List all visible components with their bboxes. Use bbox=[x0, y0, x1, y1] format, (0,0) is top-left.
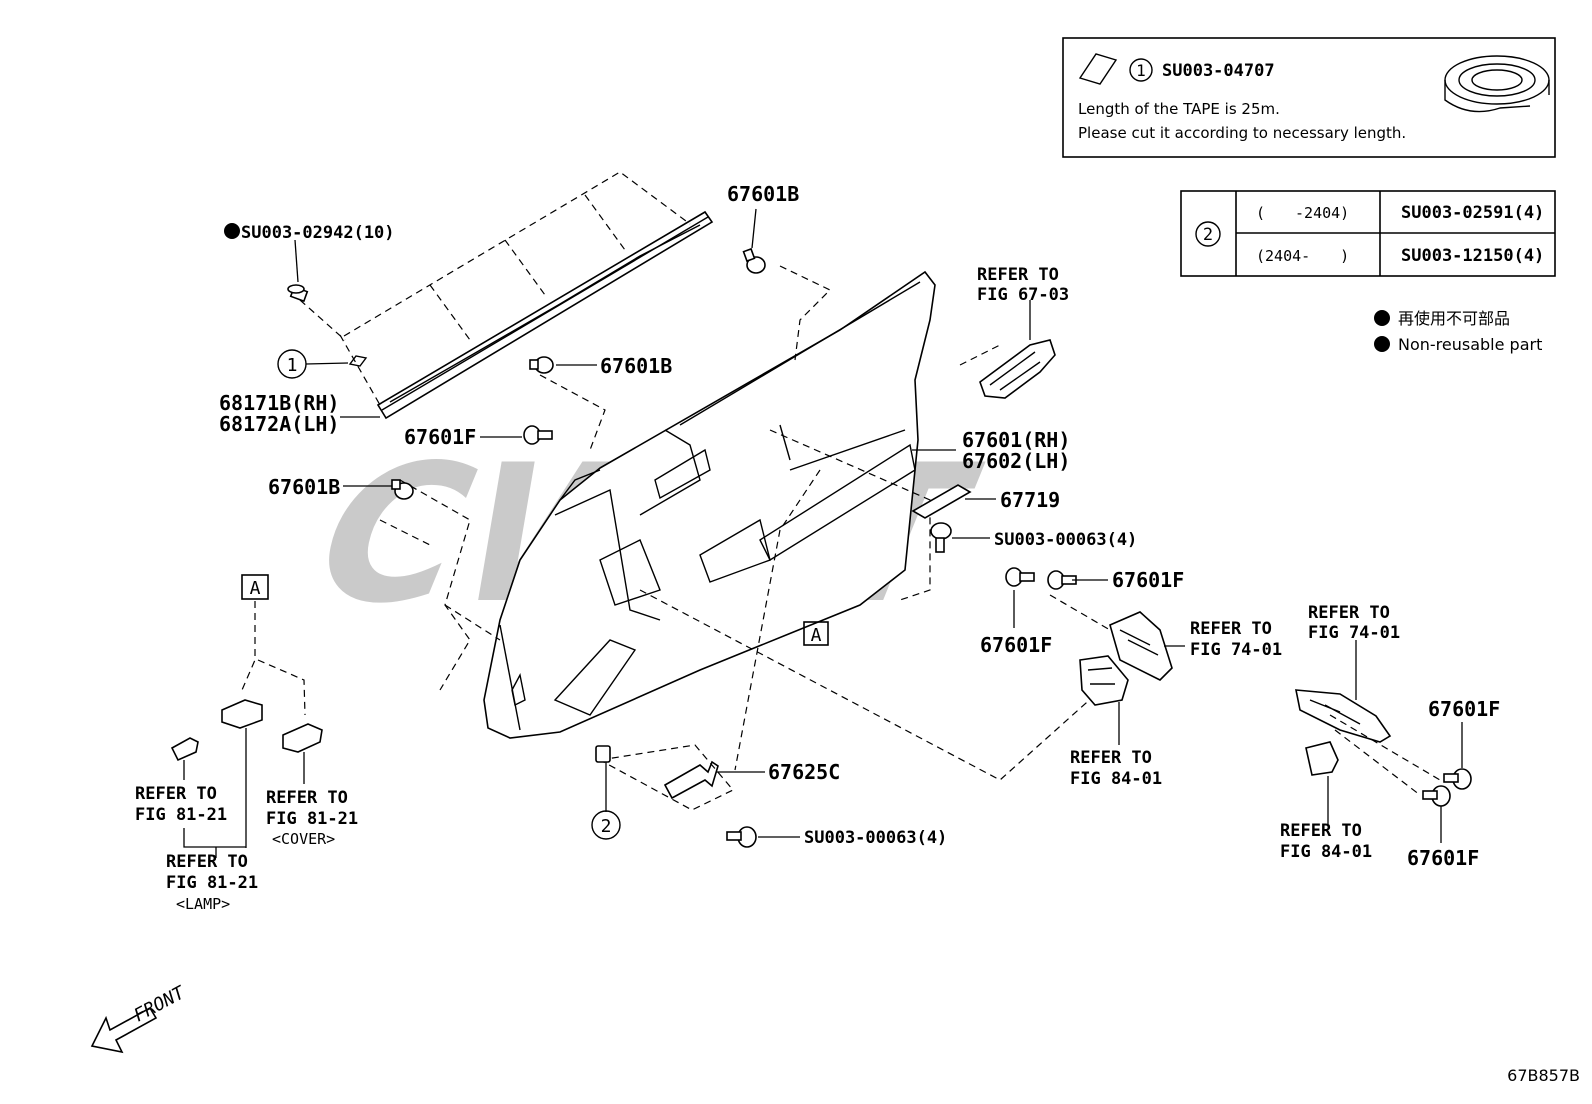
ref-right-top-l1: REFER TO bbox=[1308, 603, 1390, 623]
table-range-1: ( -2404) bbox=[1256, 204, 1349, 222]
table-part-1: SU003-02591(4) bbox=[1401, 203, 1544, 223]
tape-piece-icon bbox=[1078, 53, 1118, 85]
screw-su003-00063-mid bbox=[930, 522, 952, 553]
diagram-id: 67B857B bbox=[1507, 1066, 1580, 1085]
legend: 再使用不可部品 Non-reusable part bbox=[1374, 309, 1542, 354]
label-67625c: 67625C bbox=[768, 760, 840, 784]
clip-bracket-small bbox=[595, 745, 611, 763]
ref-cover-l2: FIG 81-21 bbox=[266, 809, 358, 829]
table-range-2: (2404- ) bbox=[1256, 247, 1349, 265]
ref-switch-l2: FIG 74-01 bbox=[1190, 640, 1282, 660]
callout-1-circle bbox=[1129, 58, 1153, 82]
label-67601b-mid: 67601B bbox=[600, 354, 672, 378]
callout-2-number: 2 bbox=[1203, 225, 1213, 245]
callout-2-label: 2 bbox=[601, 816, 612, 837]
ref-lamp-left-l1: REFER TO bbox=[135, 784, 217, 804]
lamp-housing bbox=[221, 699, 263, 729]
tape-note-line1: Length of the TAPE is 25m. bbox=[1078, 100, 1280, 118]
ref-cover-l3: <COVER> bbox=[272, 830, 335, 848]
label-67601f-switch-bottom: 67601F bbox=[980, 633, 1052, 657]
label-67601f-left: 67601F bbox=[404, 425, 476, 449]
tape-67719 bbox=[911, 484, 972, 519]
label-67719: 67719 bbox=[1000, 488, 1060, 512]
label-su003-02942: SU003-02942(10) bbox=[241, 223, 395, 243]
bracket-67625c bbox=[663, 760, 719, 800]
front-arrow-icon bbox=[90, 1006, 158, 1054]
non-reusable-dot-icon bbox=[224, 223, 240, 239]
ref-right-bottom-l2: FIG 84-01 bbox=[1280, 842, 1372, 862]
ref-switch-l1: REFER TO bbox=[1190, 619, 1272, 639]
label-68171b: 68171B(RH) bbox=[219, 391, 339, 415]
marker-a-panel: A bbox=[811, 625, 822, 646]
ref-switch2-l1: REFER TO bbox=[1070, 748, 1152, 768]
callout-2-circle bbox=[591, 810, 621, 840]
label-68172a: 68172A(LH) bbox=[219, 412, 339, 436]
clip-su003-02942 bbox=[224, 223, 309, 303]
clip-67601b-left bbox=[391, 479, 414, 500]
label-67601b-top: 67601B bbox=[727, 182, 799, 206]
clip-67601f-switch-a bbox=[1005, 567, 1035, 587]
lamp-cover bbox=[282, 723, 323, 753]
screw-su003-00063-bottom bbox=[726, 826, 757, 848]
clip-67601f-switch-b bbox=[1047, 570, 1077, 590]
label-67601-rh: 67601(RH) bbox=[962, 428, 1070, 452]
ref-lamp-l1: REFER TO bbox=[166, 852, 248, 872]
non-reusable-dot-icon bbox=[1374, 310, 1390, 326]
inside-handle bbox=[979, 339, 1056, 399]
ref-switch2-l2: FIG 84-01 bbox=[1070, 769, 1162, 789]
switch-panel bbox=[1109, 611, 1173, 681]
right-switch-panel bbox=[1295, 689, 1392, 743]
label-67601f-switch-top: 67601F bbox=[1112, 568, 1184, 592]
ref-cover-l1: REFER TO bbox=[266, 788, 348, 808]
callout2-table: 2 ( -2404) SU003-02591(4) (2404- ) SU003… bbox=[1180, 190, 1556, 277]
legend-en: Non-reusable part bbox=[1398, 335, 1542, 354]
clip-67601f-right-a bbox=[1443, 768, 1472, 790]
ref-lamp-l2: FIG 81-21 bbox=[166, 873, 258, 893]
lamp-bulb bbox=[170, 737, 199, 762]
ref-lamp-l3: <LAMP> bbox=[176, 895, 230, 913]
switch-module bbox=[1079, 655, 1129, 706]
marker-a-left: A bbox=[250, 578, 261, 599]
right-switch-module bbox=[1305, 741, 1339, 776]
label-su003-00063-bottom: SU003-00063(4) bbox=[804, 828, 947, 848]
tape-info-box: 1 SU003-04707 Length of the TAPE is 25m.… bbox=[1062, 37, 1556, 158]
table-part-2: SU003-12150(4) bbox=[1401, 246, 1544, 266]
label-su003-00063-mid: SU003-00063(4) bbox=[994, 530, 1137, 550]
clip-67601b-mid bbox=[529, 356, 554, 374]
non-reusable-dot-icon bbox=[1374, 336, 1390, 352]
clip-67601f-left bbox=[523, 425, 553, 445]
tape-piece-icon bbox=[348, 355, 368, 367]
front-label: FRONT bbox=[130, 982, 189, 1027]
clip-67601b-top bbox=[742, 247, 766, 274]
label-67602-lh: 67602(LH) bbox=[962, 449, 1070, 473]
ref-handle-l2: FIG 67-03 bbox=[977, 285, 1069, 305]
callout-1-label: 1 bbox=[287, 355, 298, 376]
ref-right-bottom-l1: REFER TO bbox=[1280, 821, 1362, 841]
tape-note-line2: Please cut it according to necessary len… bbox=[1078, 124, 1406, 142]
belt-moulding bbox=[339, 171, 714, 420]
clip-67601f-right-b bbox=[1422, 785, 1451, 807]
tape-roll-icon bbox=[1444, 55, 1550, 113]
marker-a-box bbox=[241, 574, 269, 600]
marker-a-box bbox=[803, 621, 829, 646]
door-trim-panel bbox=[483, 270, 936, 739]
tape-part-number: SU003-04707 bbox=[1162, 61, 1275, 81]
label-67601f-right-top: 67601F bbox=[1428, 697, 1500, 721]
ref-handle-l1: REFER TO bbox=[977, 265, 1059, 285]
ref-lamp-left-l2: FIG 81-21 bbox=[135, 805, 227, 825]
ref-right-top-l2: FIG 74-01 bbox=[1308, 623, 1400, 643]
label-67601b-left: 67601B bbox=[268, 475, 340, 499]
legend-jp: 再使用不可部品 bbox=[1398, 309, 1510, 328]
label-67601f-right-bottom: 67601F bbox=[1407, 846, 1479, 870]
callout-1-number: 1 bbox=[1136, 61, 1146, 80]
callout-2-circle bbox=[1195, 221, 1221, 247]
